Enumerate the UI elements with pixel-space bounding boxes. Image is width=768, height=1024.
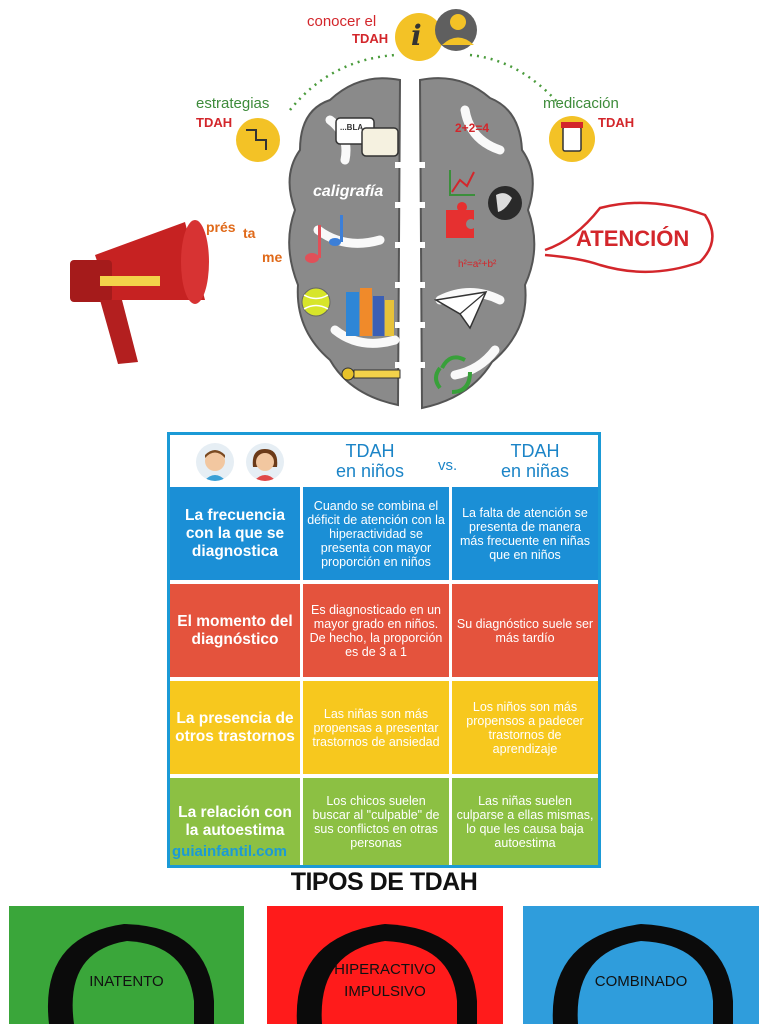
row-girls-text: Su diagnóstico suele ser más tardío <box>452 584 598 677</box>
row-boys-text: Cuando se combina el déficit de atención… <box>303 487 449 580</box>
boys-title: TDAH en niños <box>315 441 425 481</box>
vs-label: vs. <box>438 457 458 474</box>
table-header: TDAH en niños vs. TDAH en niñas <box>170 435 598 487</box>
estrategias-tdah-label: TDAH <box>196 115 233 130</box>
type-panel-combinado: COMBINADO <box>523 906 759 1024</box>
row-label: La relación con la autoestima <box>170 778 300 865</box>
table-row: La frecuencia con la que se diagnostica … <box>170 487 598 580</box>
brain-infographic: conocer el TDAH i estrategias TDAH medic… <box>0 0 768 425</box>
math-sum-label: 2+2=4 <box>455 121 490 135</box>
head-silhouette-icon <box>296 924 477 1024</box>
info-icon <box>395 13 443 61</box>
row-label: La frecuencia con la que se diagnostica <box>170 487 300 580</box>
table-row: La presencia de otros trastornos Las niñ… <box>170 681 598 774</box>
tape-measure-icon <box>341 367 401 381</box>
table-row: La relación con la autoestima Los chicos… <box>170 778 598 865</box>
type-panel-inatento: INATENTO <box>9 906 244 1024</box>
conocer-tdah-label: TDAH <box>352 31 389 46</box>
tennis-ball-icon <box>301 287 331 317</box>
row-boys-text: Es diagnosticado en un mayor grado en ni… <box>303 584 449 677</box>
bla-label: ...BLA <box>340 123 364 132</box>
row-girls-text: Las niñas suelen culparse a ellas mismas… <box>452 778 598 865</box>
brain-right-hemisphere <box>418 77 536 410</box>
paper-plane-icon <box>433 291 488 330</box>
row-girls-text: Los niños son más propensos a padecer tr… <box>452 681 598 774</box>
speech-bubble-icon <box>335 117 399 157</box>
girl-avatar <box>246 443 284 481</box>
row-label: El momento del diagnóstico <box>170 584 300 677</box>
boys-title-line2: en niños <box>335 461 405 481</box>
types-title: TIPOS DE TDAH <box>290 868 478 896</box>
conocer-label: conocer el <box>307 13 377 30</box>
caligrafia-label: caligrafía <box>313 183 384 200</box>
recycle-icon <box>434 355 472 394</box>
estrategias-label: estrategias <box>196 95 270 112</box>
table-row: El momento del diagnóstico Es diagnostic… <box>170 584 598 677</box>
row-label: La presencia de otros trastornos <box>170 681 300 774</box>
type-label-line1: HIPERACTIVO <box>334 961 436 978</box>
atencion-label: ATENCIÓN <box>576 226 690 251</box>
row-girls-text: La falta de atención se presenta de mane… <box>452 487 598 580</box>
type-label-line2: IMPULSIVO <box>344 983 426 1000</box>
math-formula-label: h²=a²+b² <box>458 259 497 270</box>
head-silhouette-icon <box>552 924 733 1024</box>
comparison-table: TDAH en niños vs. TDAH en niñas La frecu… <box>167 432 601 868</box>
type-panel-hiperactivo: HIPERACTIVO IMPULSIVO <box>267 906 503 1024</box>
medicacion-tdah-label: TDAH <box>598 115 635 130</box>
row-boys-text: Los chicos suelen buscar al "culpable" d… <box>303 778 449 865</box>
globe-icon <box>488 186 522 220</box>
music-note-icon <box>305 215 343 263</box>
head-silhouette-icon <box>47 924 214 1024</box>
row-boys-text: Las niñas son más propensas a presentar … <box>303 681 449 774</box>
prestame-part2: ta <box>243 225 256 241</box>
info-icon-letter: i <box>411 19 422 52</box>
boys-title-line1: TDAH <box>345 441 395 461</box>
type-label-line1: INATENTO <box>89 973 164 990</box>
graph-icon <box>449 170 475 196</box>
puzzle-icon <box>446 202 474 238</box>
type-label-line1: COMBINADO <box>594 973 688 990</box>
girls-title-line1: TDAH <box>510 441 560 461</box>
attention-bubble <box>544 201 714 274</box>
medicacion-label: medicación <box>543 95 619 112</box>
megaphone-icon <box>70 220 209 364</box>
girls-title-line2: en niñas <box>500 461 570 481</box>
girls-title: TDAH en niñas <box>475 441 595 481</box>
prestame-part1: prés <box>206 219 236 235</box>
prestame-part3: me <box>262 249 283 265</box>
boy-avatar <box>196 443 234 481</box>
brain-illustration <box>70 9 714 410</box>
watermark-text: guiainfantil.com <box>172 843 288 860</box>
books-icon <box>346 288 394 336</box>
